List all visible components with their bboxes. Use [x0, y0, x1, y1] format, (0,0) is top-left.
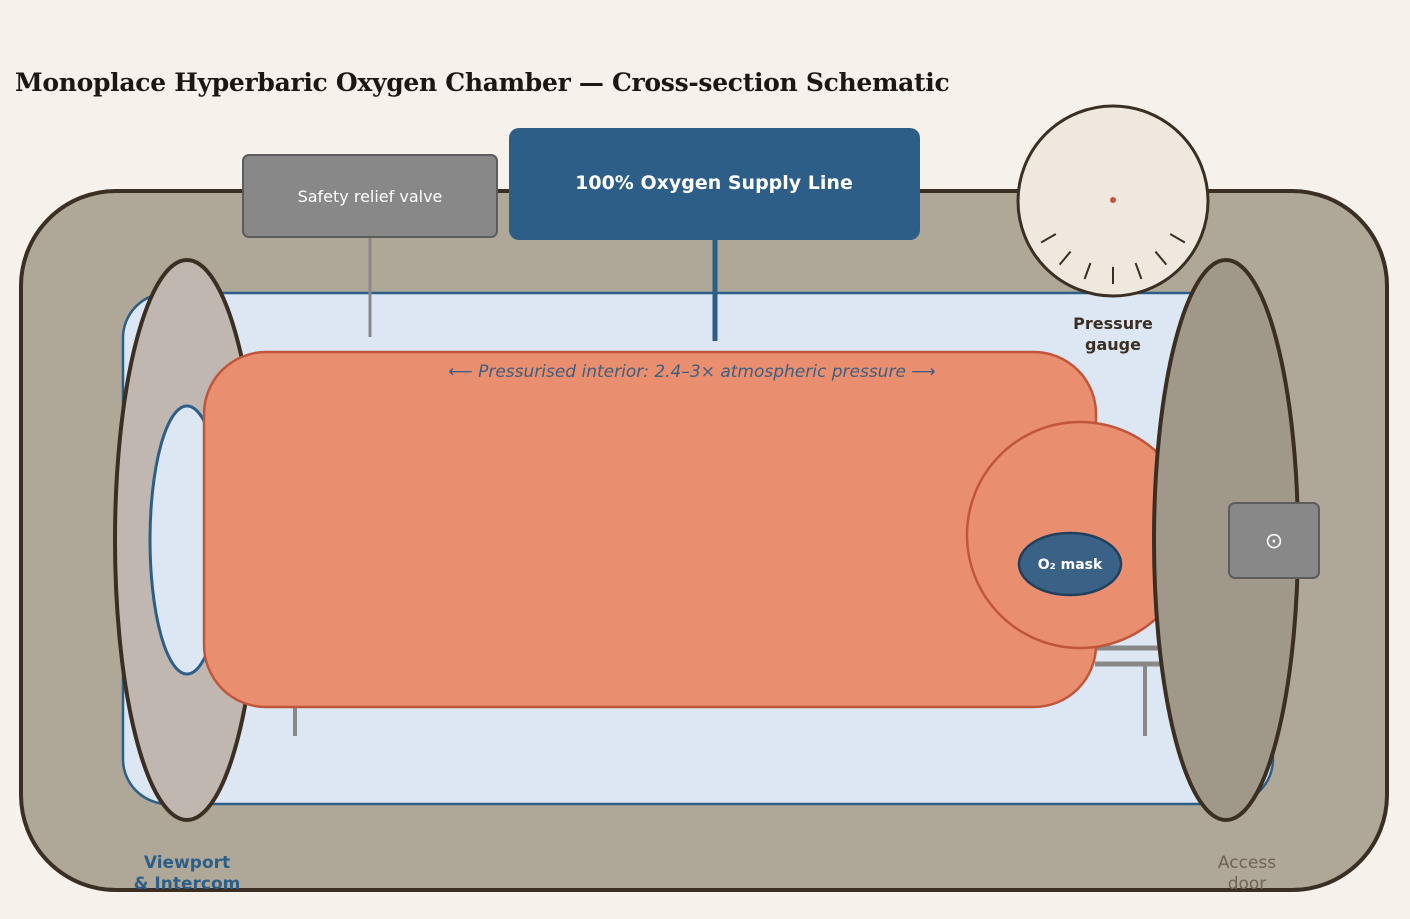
o2-mask: O₂ mask [1017, 531, 1123, 597]
door-handle[interactable]: ⊙ [1228, 502, 1320, 579]
door-handle-icon: ⊙ [1265, 529, 1283, 554]
gauge-tick [1083, 262, 1092, 280]
diagram-title: Monoplace Hyperbaric Oxygen Chamber — Cr… [15, 68, 950, 97]
gauge-tick [1058, 250, 1072, 266]
access-door-label-line2: door [1228, 874, 1267, 894]
pressure-gauge-label-line1: Pressure [1073, 314, 1153, 333]
gauge-needle-pivot [1110, 197, 1116, 203]
gauge-tick [1169, 233, 1186, 244]
gauge-ticks [1040, 233, 1186, 284]
access-door-label-line1: Access [1218, 853, 1276, 873]
patient-body [202, 350, 1098, 709]
safety-valve-label: Safety relief valve [298, 187, 443, 206]
gauge-tick [1154, 250, 1168, 266]
pressure-gauge-label-line2: gauge [1085, 335, 1141, 354]
o2-mask-label: O₂ mask [1038, 557, 1103, 573]
oxygen-supply-line[interactable]: 100% Oxygen Supply Line [509, 128, 920, 240]
interior-pressure-note: ⟵ Pressurised interior: 2.4–3× atmospher… [448, 362, 935, 382]
oxygen-supply-label: 100% Oxygen Supply Line [575, 172, 853, 194]
gauge-tick [1040, 233, 1057, 244]
viewport-label-line1: Viewport [144, 853, 230, 873]
gauge-tick [1134, 262, 1143, 280]
viewport-label-line2: & Intercom [134, 874, 241, 894]
safety-relief-valve[interactable]: Safety relief valve [242, 154, 498, 238]
pressure-gauge [1016, 104, 1210, 298]
